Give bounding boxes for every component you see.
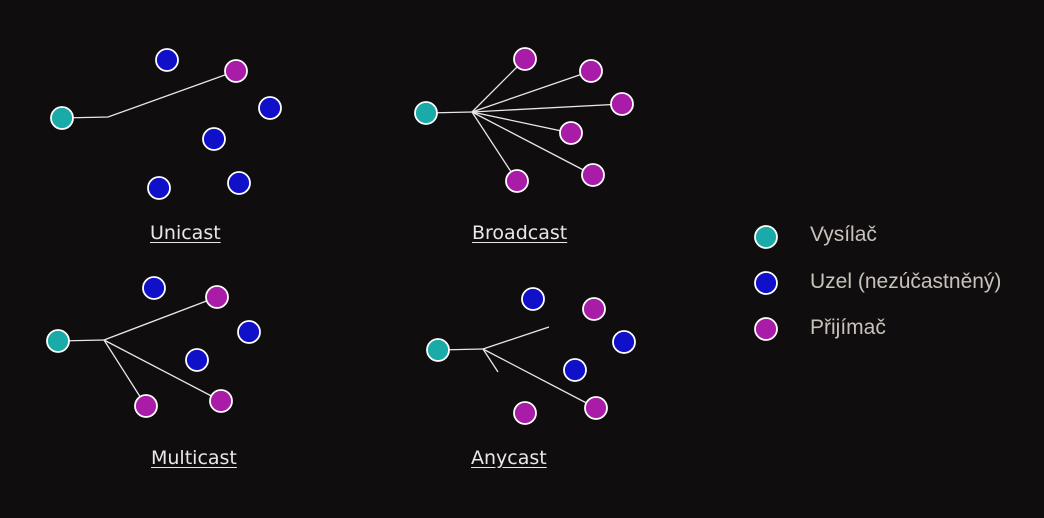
broadcast-arrow [471,69,592,113]
anycast-caption: Anycast [471,447,547,469]
multicast-arrow [103,339,147,407]
multicast-idle-node [185,348,209,372]
multicast-idle-node [237,320,261,344]
legend-idle-node-swatch [754,271,778,295]
unicast-caption: Unicast [150,222,221,244]
multicast-caption: Multicast [151,447,237,469]
legend-receiver-label: Přijímač [810,316,886,339]
unicast-panel [50,48,282,200]
broadcast-receiver-node [513,47,537,71]
broadcast-panel [414,47,634,193]
anycast-idle-node [521,287,545,311]
anycast-idle-node [612,330,636,354]
anycast-sender-node [426,338,450,362]
multicast-arrow [103,339,222,402]
multicast-receiver-node [134,394,158,418]
multicast-receiver-node [205,285,229,309]
broadcast-receiver-node [505,169,529,193]
multicast-sender-node [46,329,70,353]
broadcast-receiver-node [581,163,605,187]
anycast-idle-node [563,358,587,382]
broadcast-receiver-node [579,59,603,83]
multicast-arrow [103,295,218,341]
broadcast-arrow [471,111,594,176]
legend-idle-node-label: Uzel (nezúčastněný) [810,270,1002,293]
anycast-edge [482,348,499,373]
broadcast-arrow [471,111,572,136]
unicast-idle-node [227,171,251,195]
anycast-receiver-node [584,396,608,420]
legend-receiver-swatch [754,317,778,341]
broadcast-sender-node [414,101,438,125]
broadcast-caption: Broadcast [472,222,568,244]
anycast-panel [426,287,636,425]
anycast-edge [482,326,550,350]
unicast-idle-node [155,48,179,72]
broadcast-receiver-node [610,92,634,116]
broadcast-arrow [471,111,518,182]
anycast-edge [482,348,597,409]
legend [754,225,778,341]
legend-sender-swatch [754,225,778,249]
anycast-receiver-node [582,297,606,321]
unicast-idle-node [258,96,282,120]
broadcast-arrow [471,58,526,113]
unicast-sender-node [50,106,74,130]
multicast-panel [46,276,261,418]
broadcast-receiver-node [559,121,583,145]
unicast-idle-node [202,127,226,151]
unicast-idle-node [147,176,171,200]
unicast-receiver-node [224,59,248,83]
multicast-receiver-node [209,389,233,413]
unicast-edge [61,70,237,119]
anycast-receiver-node [513,401,537,425]
legend-sender-label: Vysílač [810,223,877,246]
broadcast-arrow [471,99,623,113]
multicast-idle-node [142,276,166,300]
